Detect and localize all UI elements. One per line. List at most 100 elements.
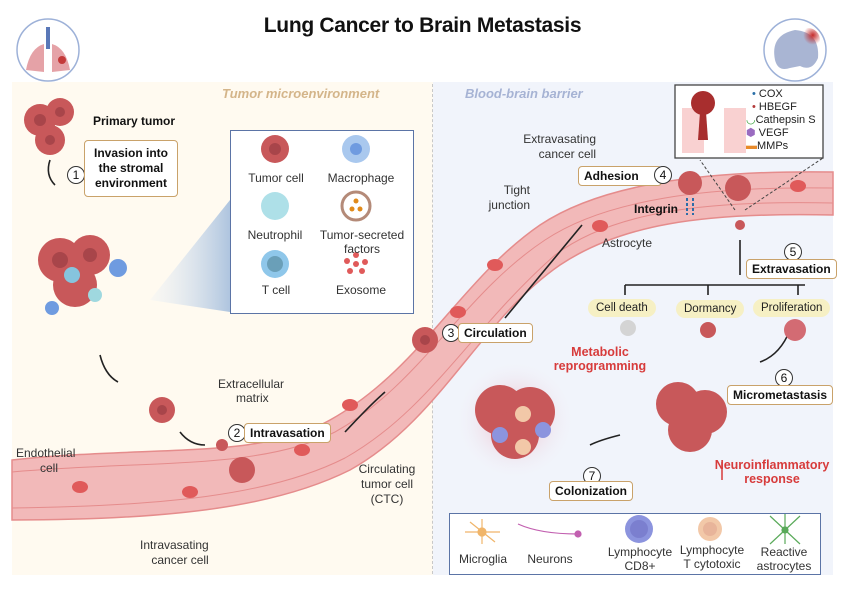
inset-item-mmps: ▬MMPs [746, 140, 789, 152]
ecm-tumor-art [149, 397, 175, 423]
neutrophil-icon [261, 192, 289, 220]
step-4-number: 4 [654, 166, 672, 184]
lungs-icon [16, 18, 80, 82]
step-3-box: Circulation [458, 323, 533, 343]
step-1-line-3: environment [94, 176, 167, 190]
legend-reactive-line-1: Reactive [760, 545, 808, 559]
step-5-box: Extravasation [746, 259, 837, 279]
macrophage-icon [342, 135, 370, 163]
lymphocyte-cd8-icon [625, 515, 653, 543]
ctc-line-2: tumor cell [360, 477, 413, 491]
micrometastasis-tumor-art [656, 382, 727, 452]
microglia-icon [465, 519, 500, 544]
metabolic-reprogramming-label: Metabolic reprogramming [545, 345, 655, 373]
section-divider [432, 84, 433, 574]
tumor-secreted-factors-icon [340, 190, 372, 222]
proliferating-cell-icon [784, 319, 806, 341]
brain-icon [763, 18, 827, 82]
circulating-cell-art [412, 327, 438, 353]
step-1-box: Invasion into the stromal environment [84, 140, 178, 197]
lymphocyte-t-cytotoxic-icon [698, 517, 722, 541]
page-title: Lung Cancer to Brain Metastasis [263, 14, 582, 37]
tight-junction-line-1: Tight [503, 183, 530, 197]
tight-junction-line-2: junction [488, 198, 530, 212]
inset-item-vegf: ⬢ VEGF [746, 127, 789, 139]
extravasating-cancer-cell-label: Extravasating cancer cell [510, 132, 596, 162]
extracellular-matrix-label: Extracellular matrix [218, 377, 284, 405]
legend-microglia: Microglia [458, 552, 507, 566]
legend-tumor-secreted-line-2: factors [343, 242, 380, 256]
step-7-box: Colonization [549, 481, 633, 501]
tme-legend: Tumor cell Macrophage Neutrophil Tumor-s… [230, 130, 414, 314]
legend-lymphocyte-t-cytotoxic: Lymphocyte T cytotoxic [672, 543, 752, 571]
primary-tumor-art [24, 98, 74, 155]
t-cell-icon [261, 250, 289, 278]
reactive-astrocyte-icon [769, 514, 801, 545]
metabolic-line-1: Metabolic [571, 345, 629, 359]
legend-tumor-secreted-line-1: Tumor-secreted [319, 228, 405, 242]
inset-legend: • COX • HBEGF ◡Cathepsin S ⬢ VEGF ▬MMPs [746, 86, 822, 156]
legend-reactive-astrocytes: Reactive astrocytes [748, 545, 820, 573]
intravasating-line-2: cancer cell [151, 553, 209, 567]
outcome-cell-death: Cell death [588, 299, 656, 317]
tme-legend-icons [261, 135, 372, 278]
inset-label-hbegf: HBEGF [758, 101, 797, 113]
step-6-box: Micrometastasis [727, 385, 834, 405]
legend-exosome: Exosome [335, 283, 387, 297]
section-label-blood-brain-barrier: Blood-brain barrier [465, 86, 583, 101]
extravasation-inset [674, 84, 824, 159]
step-1-number: 1 [67, 166, 85, 184]
adhesion-cell-art [678, 171, 702, 215]
inset-label-mmps: MMPs [757, 140, 789, 152]
exosome-icon [344, 252, 368, 274]
legend-lymphocyte-cd8: Lymphocyte CD8+ [600, 545, 680, 573]
ecm-line-2: matrix [236, 391, 269, 405]
endothelial-line-1: Endothelial [16, 446, 76, 460]
legend-tumor-secreted-factors: Tumor-secreted factors [313, 228, 411, 256]
legend-reactive-line-2: astrocytes [756, 559, 812, 573]
inset-item-cox: • COX [752, 88, 783, 100]
tumor-cell-icon [261, 135, 289, 163]
ctc-line-1: Circulating [358, 462, 416, 476]
inset-label-cathepsin: Cathepsin S [755, 114, 816, 126]
brain-cell-legend: Microglia Neurons Lymphocyte CD8+ Lympho… [449, 513, 821, 575]
step-1-line-1: Invasion into [93, 146, 168, 160]
integrin-label: Integrin [634, 202, 678, 216]
colonization-tumor-art [475, 385, 555, 459]
legend-tcyto-line-1: Lymphocyte [679, 543, 745, 557]
legend-cd8-line-2: CD8+ [624, 559, 656, 573]
inset-item-cathepsin: ◡Cathepsin S [746, 114, 816, 126]
dormant-cell-icon [700, 322, 716, 338]
extravasating-line-1: Extravasating [523, 132, 596, 146]
endothelial-cell-label: Endothelial cell [16, 446, 75, 476]
legend-neurons: Neurons [527, 552, 573, 566]
step-1-line-2: the stromal [98, 161, 164, 175]
tight-junction-label: Tight junction [486, 183, 530, 213]
primary-tumor-label: Primary tumor [93, 114, 176, 128]
astrocyte-label: Astrocyte [602, 236, 653, 250]
inset-label-vegf: VEGF [758, 127, 789, 139]
step-5-number: 5 [784, 243, 802, 261]
brain-legend-icons [465, 514, 801, 545]
legend-t-cell: T cell [261, 283, 291, 297]
neuroinflammatory-response-label: Neuroinflammatory response [712, 458, 832, 486]
neuroinflammatory-line-1: Neuroinflammatory [714, 458, 830, 472]
neuron-icon [517, 523, 582, 538]
metabolic-line-2: reprogramming [553, 359, 647, 373]
step-2-box: Intravasation [244, 423, 331, 443]
outcome-dormancy: Dormancy [676, 300, 745, 318]
legend-cd8-line-1: Lymphocyte [607, 545, 673, 559]
inset-item-hbegf: • HBEGF [752, 101, 797, 113]
intravasating-cancer-cell-label: Intravasating cancer cell [140, 538, 209, 568]
legend-tumor-cell: Tumor cell [248, 171, 304, 185]
endothelial-line-2: cell [40, 461, 59, 475]
dead-cell-icon [620, 320, 636, 336]
ecm-line-1: Extracellular [218, 377, 285, 391]
outcome-proliferation: Proliferation [753, 299, 831, 317]
circulating-tumor-cell-label: Circulating tumor cell (CTC) [352, 462, 422, 507]
intravasating-cell-art [216, 439, 255, 483]
step-4-box: Adhesion [578, 166, 662, 186]
invading-tumor-art [38, 235, 127, 315]
section-label-tumor-microenvironment: Tumor microenvironment [222, 86, 380, 101]
